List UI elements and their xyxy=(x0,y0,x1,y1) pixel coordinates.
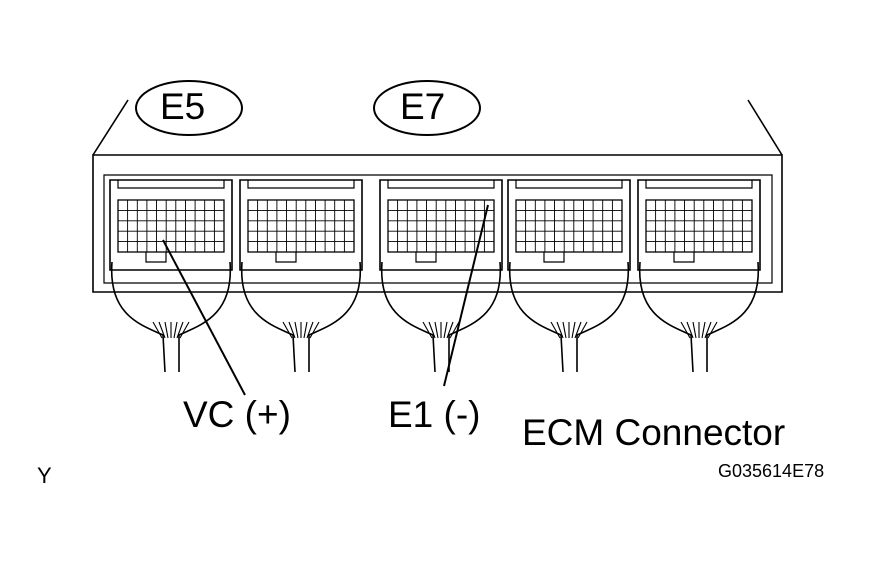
connector-5-pin-area xyxy=(645,199,753,253)
pin-label-vc: VC (+) xyxy=(183,394,291,435)
connector-4-body xyxy=(507,179,631,271)
connector-3-pin-area xyxy=(387,199,495,253)
diagram-caption: ECM Connector xyxy=(522,412,786,453)
connector-2-latch xyxy=(247,180,355,189)
leader-line-vc xyxy=(162,239,246,396)
pin-label-e1: E1 (-) xyxy=(388,394,481,435)
ecm-housing xyxy=(92,154,783,293)
connector-2-harness xyxy=(240,261,362,373)
housing-edge-left xyxy=(92,99,129,156)
housing-edge-right xyxy=(747,99,783,156)
connector-2-pin-grid xyxy=(248,200,354,252)
connector-4-pin-area xyxy=(515,199,623,253)
connector-2-body xyxy=(239,179,363,271)
connector-tag-e7: E7 xyxy=(400,86,446,127)
connector-5-body xyxy=(637,179,761,271)
connector-2-key xyxy=(275,252,297,263)
connector-5-latch xyxy=(645,180,753,189)
connector-3-latch xyxy=(387,180,495,189)
connector-1-pin-area xyxy=(117,199,225,253)
connector-4-wire-strands xyxy=(550,321,588,339)
connector-tag-e7-ellipse xyxy=(373,80,481,136)
connector-1-wire-strands xyxy=(152,321,190,339)
connector-1-harness xyxy=(110,261,232,373)
leader-line-e1 xyxy=(443,204,489,387)
connector-1-pin-grid xyxy=(118,200,224,252)
connector-2-pin-area xyxy=(247,199,355,253)
corner-mark: Y xyxy=(37,463,52,488)
connector-tag-e5-ellipse xyxy=(135,80,243,136)
connector-3-key xyxy=(415,252,437,263)
connector-5-pin-grid xyxy=(646,200,752,252)
connector-5-key xyxy=(673,252,695,263)
connector-2-wire-strands xyxy=(282,321,320,339)
connector-1-latch xyxy=(117,180,225,189)
connector-3-body xyxy=(379,179,503,271)
connector-1-key xyxy=(145,252,167,263)
connector-3-harness xyxy=(380,261,502,373)
connector-4-pin-grid xyxy=(516,200,622,252)
connector-frame xyxy=(103,174,773,284)
connector-3-wire-strands xyxy=(422,321,460,339)
connector-tag-e5: E5 xyxy=(160,86,206,127)
connector-4-key xyxy=(543,252,565,263)
connector-5-wire-strands xyxy=(680,321,718,339)
connector-4-latch xyxy=(515,180,623,189)
connector-1-body xyxy=(109,179,233,271)
connector-5-harness xyxy=(638,261,760,373)
figure-code: G035614E78 xyxy=(718,461,825,481)
connector-4-harness xyxy=(508,261,630,373)
connector-3-pin-grid xyxy=(388,200,494,252)
